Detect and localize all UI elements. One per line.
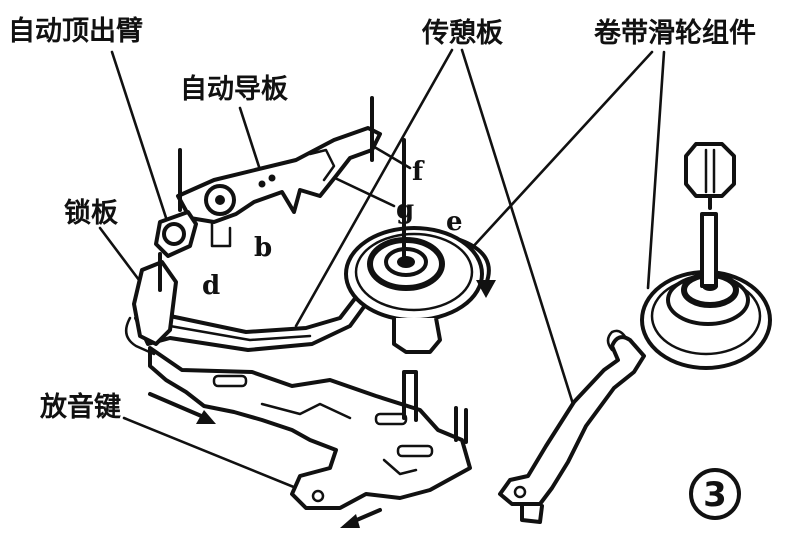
play-key-arrows [148,392,382,528]
figure-number: 3 [703,475,727,515]
right-link-foot [520,502,544,524]
reel-pulley-assembly [640,142,772,370]
letter-g: g [396,195,414,225]
label-auto-push-arm: 自动顶出臂 [8,15,143,47]
figure-number-circle [689,468,741,520]
pulley-outer-rim [354,232,474,312]
label-auto-guide-plate: 自动导板 [180,73,288,105]
play-key-post-1 [402,370,418,422]
lock-plate-curve [124,316,156,356]
lock-assembly [124,148,198,356]
play-key-body [148,346,472,510]
letter-b: b [254,233,272,263]
play-key-tab [382,458,418,476]
letter-d: d [202,271,220,301]
guide-rivet-1 [258,180,266,188]
play-key-slot-3 [396,444,434,458]
leader-play-key [122,416,308,494]
label-lock-plate: 锁板 [64,197,118,229]
right-link-body [498,335,646,506]
leader-reel-2 [646,50,666,290]
play-key-step [260,402,352,420]
guide-pivot-dot [215,195,225,205]
leader-transfer-1 [294,48,454,328]
leader-lines [98,48,666,494]
auto-guide-plate [176,96,382,248]
lock-plate-body [132,260,178,346]
play-key-slot-1 [212,374,248,388]
guide-tab-u [210,220,232,248]
pulley-base [392,317,442,354]
rotation-arrow-head [476,280,496,298]
label-reel-pulley-assembly: 卷带滑轮组件 [594,17,756,49]
push-arrow-head [196,410,216,424]
leader-auto-guide-plate [238,106,264,178]
pulley-center [397,256,415,268]
label-transfer-plate: 传憩板 [421,17,503,49]
push-arrow-shaft [148,392,208,420]
play-key-slot-2 [374,412,408,426]
figure-number-badge: 3 [689,468,741,520]
guide-rivet-2 [268,174,276,182]
right-link [498,329,646,524]
reel-cap [684,142,736,198]
right-link-hole [513,485,527,499]
label-play-key: 放音键 [39,391,121,423]
letter-f: f [412,157,425,187]
leader-transfer-2 [460,48,580,422]
reel-cap-slot [704,148,716,194]
guide-hook [308,148,336,182]
right-link-hook [606,329,628,352]
play-key-hole [311,489,325,503]
reel-spindle [700,212,718,288]
rotation-arc [458,238,491,286]
return-arrow-head [340,514,360,528]
leader-auto-push-arm [110,50,172,232]
push-arm-ring [162,222,186,246]
letter-e: e [446,207,463,237]
play-key-slider [148,346,472,510]
play-key-post-2 [454,406,468,444]
leader-reel-1 [468,50,654,252]
central-pulley [344,138,496,354]
